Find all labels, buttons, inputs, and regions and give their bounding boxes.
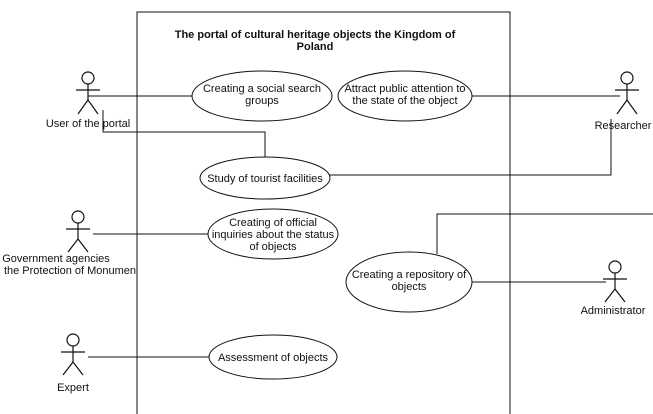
use-case-label: Creating a social search [203, 83, 321, 95]
use-case-label: inquiries about the status [212, 229, 335, 241]
use-case-label: Attract public attention to [344, 83, 465, 95]
associations [88, 95, 653, 358]
use-case-label: Assessment of objects [218, 352, 329, 364]
use-case-label: objects [392, 281, 427, 293]
use-case-study-tourist-facilities[interactable]: Study of tourist facilities [199, 156, 331, 200]
actor-government-agencies[interactable]: Government agencies the Protection of Mo… [2, 210, 136, 277]
actor-expert[interactable]: Expert [57, 333, 89, 394]
stick-figure-icon [603, 260, 627, 303]
system-boundary [136, 11, 511, 414]
actor-label: Expert [57, 382, 89, 394]
use-case-label: the state of the object [352, 95, 457, 107]
use-case-assessment-of-objects[interactable]: Assessment of objects [208, 334, 338, 380]
actor-user-of-portal[interactable]: User of the portal [46, 71, 130, 130]
actor-label: the Protection of Monumen [4, 265, 136, 277]
stick-figure-icon [76, 71, 100, 115]
assoc-user-tourist [102, 110, 266, 158]
actor-researcher[interactable]: Researcher [595, 71, 652, 132]
stick-figure-icon [66, 210, 90, 253]
assoc-researcher-tourist [329, 119, 612, 176]
use-case-official-inquiries[interactable]: Creating of official inquiries about the… [207, 208, 339, 260]
use-case-label: groups [245, 95, 279, 107]
actor-label: User of the portal [46, 118, 130, 130]
system-title-line1: The portal of cultural heritage objects … [175, 29, 456, 41]
use-case-attract-public-attention[interactable]: Attract public attention to the state of… [337, 70, 473, 122]
assoc-extra-repository [436, 213, 653, 254]
use-case-label: Creating a repository of [352, 269, 467, 281]
actor-administrator[interactable]: Administrator [581, 260, 646, 317]
use-case-social-search-groups[interactable]: Creating a social search groups [191, 70, 333, 122]
actor-label: Government agencies [2, 253, 110, 265]
actor-label: Researcher [595, 120, 652, 132]
use-case-label: of objects [249, 241, 297, 253]
system-title-line2: Poland [297, 41, 334, 53]
actor-label: Administrator [581, 305, 646, 317]
use-case-label: Study of tourist facilities [207, 173, 323, 185]
stick-figure-icon [61, 333, 85, 376]
use-case-creating-repository[interactable]: Creating a repository of objects [345, 251, 473, 313]
stick-figure-icon [615, 71, 639, 115]
use-case-label: Creating of official [229, 217, 317, 229]
